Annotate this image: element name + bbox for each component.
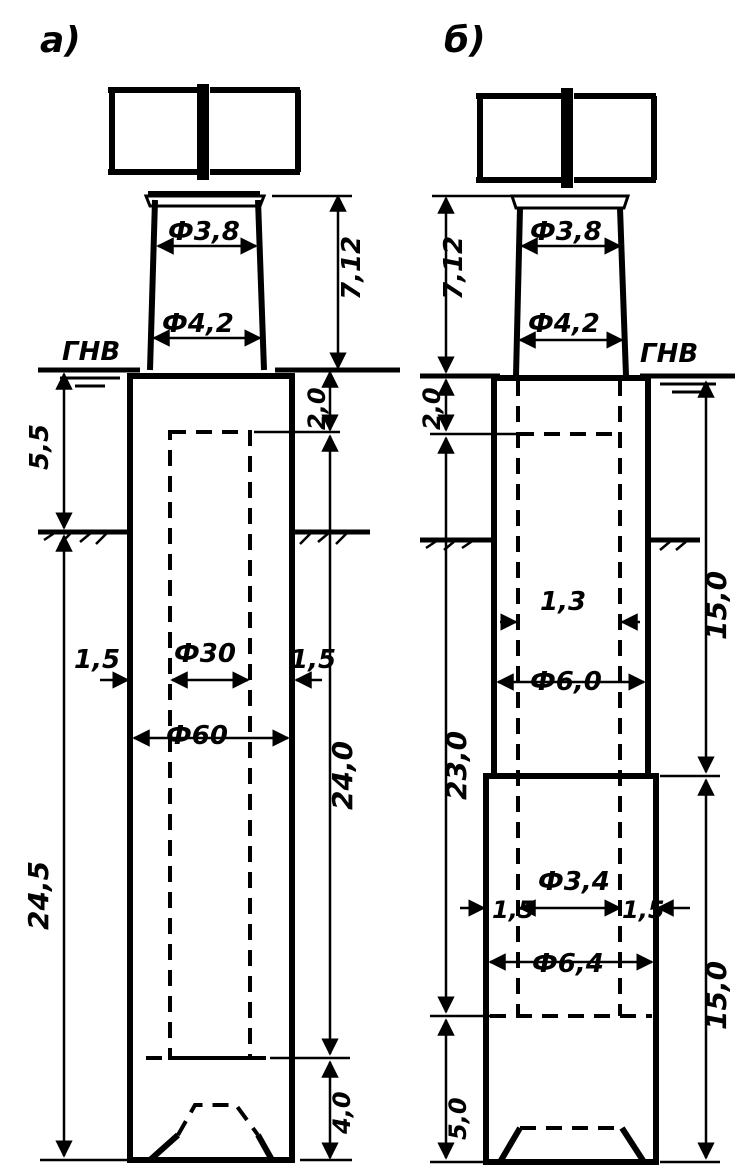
panel-a-wall-right: 1,5 [290,645,336,675]
panel-b-h-water-gap: 2,0 [418,387,446,430]
panel-b-h-upper: 15,0 [700,571,733,640]
panel-b-h-top: 7,12 [439,236,469,300]
panel-a-h-water-depth: 5,5 [25,424,55,470]
panel-a-h-inner: 24,0 [326,741,359,810]
panel-a-beams [108,84,301,180]
panel-a-label: а) [40,20,81,61]
panel-b-d-lower-outer: Ф6,4 [532,949,604,979]
panel-a-d-outer: Ф60 [166,721,228,751]
panel-b-d-lower-inner: Ф3,4 [538,867,610,897]
panel-a-dims [40,194,352,1162]
panel-b-d-base: Ф4,2 [528,309,600,339]
panel-b-d-upper: Ф6,0 [530,667,602,697]
panel-b-h-total: 23,0 [440,731,473,800]
panel-b-label: б) [444,20,486,61]
panel-a-h-bottom: 4,0 [328,1091,356,1135]
panel-a-d-base: Ф4,2 [162,309,234,339]
panel-a-wall-left: 1,5 [74,645,120,675]
panel-a-caisson [127,373,295,1163]
panel-a-water-label: ГНВ [62,337,120,367]
panel-a: а) [22,20,400,1163]
panel-a-h-water-gap: 2,0 [303,387,331,430]
panel-a-h-total: 24,5 [22,861,55,930]
panel-b: б) [418,20,735,1165]
panel-a-h-top: 7,12 [337,236,367,300]
panel-a-d-top: Ф3,8 [168,217,240,247]
panel-b-wall-lower-left: 1,5 [492,896,535,924]
panel-b-h-bottom: 5,0 [444,1097,472,1140]
panel-b-wall-upper: 1,3 [540,587,586,617]
panel-b-pier [509,194,631,377]
panel-b-dims [430,194,720,1164]
panel-a-d-inner: Ф30 [174,639,236,669]
panel-b-wall-lower-right: 1,5 [622,896,665,924]
panel-b-beams [476,88,657,188]
panel-b-water-label: ГНВ [640,339,698,369]
panel-b-h-lower: 15,0 [700,961,733,1030]
panel-b-ground [420,537,700,551]
panel-a-ground [38,529,370,545]
panel-b-d-top: Ф3,8 [530,217,602,247]
panel-a-pier [143,191,267,371]
panel-b-caisson-lower [483,773,659,1165]
